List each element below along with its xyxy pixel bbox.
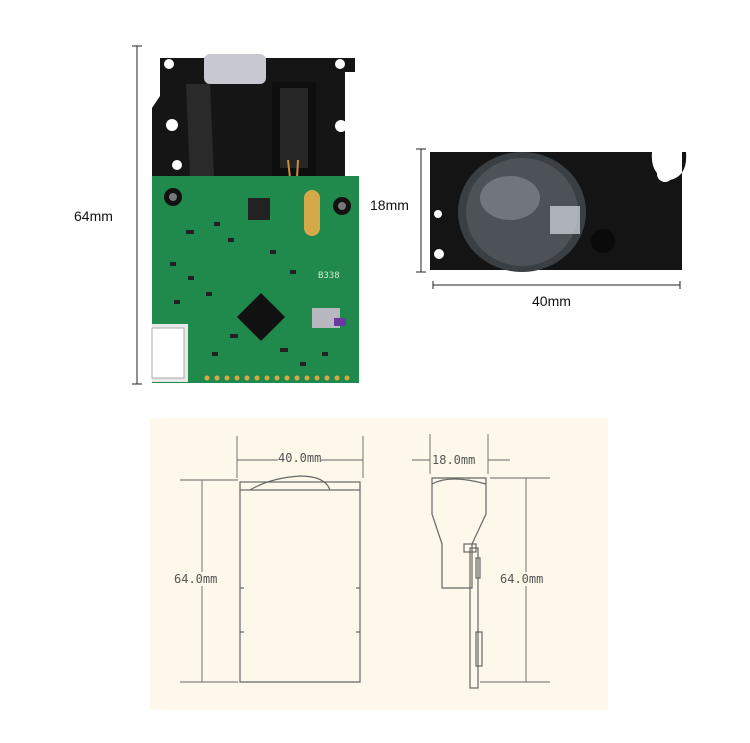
- side-height-dimension: [416, 148, 426, 273]
- side-width-label: 40mm: [532, 293, 571, 309]
- drawing-front-height-label: 64.0mm: [174, 572, 218, 586]
- technical-drawing: 40.0mm 64.0mm 18.0mm 64.0mm: [150, 418, 608, 710]
- side-view-outline: [431, 477, 487, 689]
- front-view-outline: [239, 475, 361, 683]
- technical-drawing-svg: [180, 434, 550, 689]
- front-height-label: 64mm: [74, 208, 113, 224]
- drawing-side-height-label: 64.0mm: [500, 572, 544, 586]
- drawing-front-width-label: 40.0mm: [278, 451, 322, 465]
- front-height-dimension: [132, 45, 142, 385]
- front-module-svg: [132, 45, 359, 385]
- lens-housing: [430, 152, 687, 272]
- side-module-photo: 18mm 40mm: [360, 130, 700, 320]
- front-view-dimensions: [180, 436, 364, 683]
- side-height-label: 18mm: [370, 197, 409, 213]
- front-module-photo: 64mm B338: [74, 45, 359, 385]
- side-view-dimensions: [412, 434, 550, 683]
- pcb-board: [151, 176, 359, 383]
- board-marking: B338: [318, 271, 340, 281]
- side-width-dimension: [432, 281, 681, 289]
- side-module-svg: [416, 148, 687, 289]
- laser-housing: [152, 54, 355, 197]
- drawing-side-width-label: 18.0mm: [432, 453, 476, 467]
